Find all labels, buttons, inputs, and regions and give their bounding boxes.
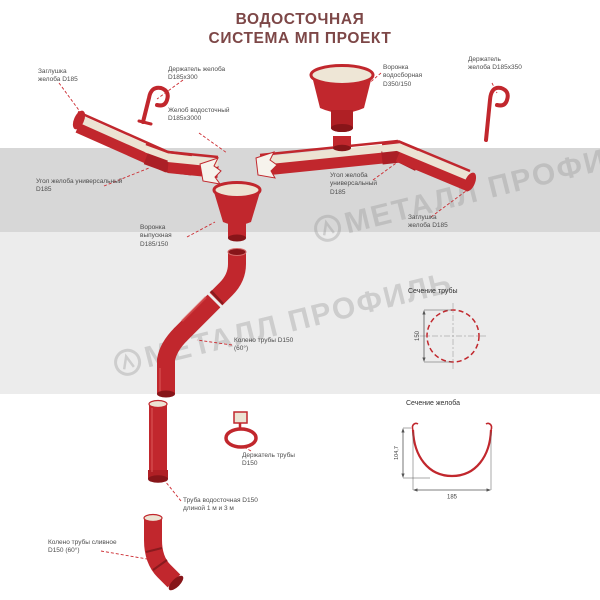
pipe-clamp xyxy=(224,411,258,449)
gutter-end-cap-left xyxy=(72,110,86,130)
collector-funnel xyxy=(309,64,375,132)
gutter-outlet-stub xyxy=(333,136,351,152)
label-pipe-holder: Держатель трубы D150 xyxy=(242,452,295,468)
leader-cap-right xyxy=(430,190,467,218)
section-title-pipe: Сечение трубы xyxy=(408,288,458,295)
leader-lines xyxy=(58,72,498,560)
right-gutter xyxy=(395,139,473,192)
leader-holder-300 xyxy=(156,79,184,100)
leader-downpipe xyxy=(164,480,182,502)
leader-pipe-holder xyxy=(241,445,252,452)
leader-gutter xyxy=(198,132,228,154)
label-gutter: Желоб водосточный D185х3000 xyxy=(168,107,230,123)
label-downpipe: Труба водосточная D150 длиной 1 м и 3 м xyxy=(183,497,258,513)
torn-gutter-left xyxy=(199,157,222,185)
label-cap-right: Заглушка желоба D185 xyxy=(408,214,448,230)
dim-gutter-depth: 104,7 xyxy=(394,446,400,460)
leader-corner-right xyxy=(372,160,400,181)
vertical-pipe-upper xyxy=(157,366,175,398)
drain-elbow xyxy=(143,513,184,591)
pipe-cross-section: 150 xyxy=(415,303,486,369)
label-gutter-holder-350: Держатель желоба D185х350 xyxy=(468,56,522,72)
leader-holder-350 xyxy=(491,82,498,94)
label-drain-elbow: Колено трубы сливное D150 (60°) xyxy=(48,539,117,555)
dim-pipe-diameter: 150 xyxy=(415,330,421,341)
label-outlet-funnel: Воронка выпускная D185/150 xyxy=(140,224,172,248)
label-collector-funnel: Воронка водосборная D350/150 xyxy=(383,64,423,88)
center-gutter-right xyxy=(259,139,399,176)
leader-corner-left xyxy=(103,167,150,187)
torn-gutter-right xyxy=(255,151,278,179)
gutter-hook-right xyxy=(484,85,510,142)
leader-pipe-elbow xyxy=(196,339,233,346)
page-title-line2: СИСТЕМА МП ПРОЕКТ xyxy=(208,30,392,48)
section-title-gutter: Сечение желоба xyxy=(406,400,461,407)
leader-cap-top-left xyxy=(58,82,82,114)
label-corner-right: Угол желоба универсальный D185 xyxy=(330,172,378,196)
wall-band-light xyxy=(0,232,600,394)
page-title-line1: ВОДОСТОЧНАЯ xyxy=(235,11,365,28)
label-gutter-holder-300: Держатель желоба D185х300 xyxy=(168,66,226,82)
pipe-elbow-lower xyxy=(157,327,188,368)
label-corner-left: Угол желоба универсальный D185 xyxy=(36,178,123,194)
gutter-end-cap-right xyxy=(463,172,477,192)
pipe-elbow-upper xyxy=(209,248,247,306)
label-pipe-elbow: Колено трубы D150 (60°) xyxy=(234,337,294,353)
leader-collector-funnel xyxy=(366,72,382,86)
leader-outlet-funnel xyxy=(186,221,216,238)
dim-gutter-width: 185 xyxy=(447,495,458,501)
gutter-hook-left xyxy=(137,85,170,126)
downpipe xyxy=(148,399,168,483)
leader-drain-elbow xyxy=(100,550,148,560)
page-title: ВОДОСТОЧНАЯ СИСТЕМА МП ПРОЕКТ xyxy=(0,10,600,49)
label-cap-top-left: Заглушка желоба D185 xyxy=(38,68,78,84)
gutter-cross-section: 104,7 185 xyxy=(394,422,493,501)
outlet-funnel xyxy=(212,181,262,242)
